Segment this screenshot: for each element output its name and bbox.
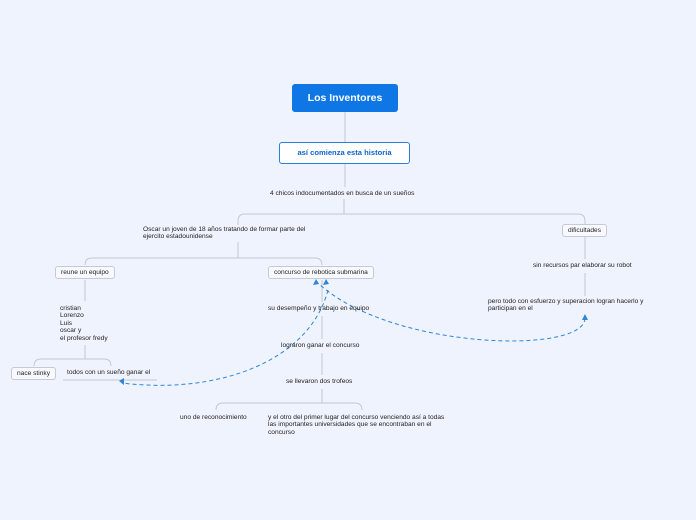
connector-trofeos-branches: [215, 402, 363, 411]
topic-pero-todo[interactable]: pero todo con esfuerzo y superacion logr…: [488, 298, 644, 313]
topic-sin-recursos[interactable]: sin recursos par elaborar su robot: [533, 262, 632, 269]
relationship-arrowhead-concurso-b: [323, 279, 329, 285]
relationship-arrowhead-todos: [119, 378, 124, 385]
connector-members-branches: [33, 358, 112, 367]
topic-intro[interactable]: 4 chicos indocumentados en busca de un s…: [270, 190, 415, 197]
connector-oscar-branches: [84, 257, 323, 266]
topic-miembros[interactable]: cristian Lorenzo Luis oscar y el profeso…: [60, 305, 108, 342]
main-topic[interactable]: así comienza esta historia: [279, 142, 410, 164]
topic-oscar[interactable]: Oscar un joven de 18 años tratando de fo…: [143, 226, 306, 241]
topic-dificultades[interactable]: dificultades: [562, 224, 607, 237]
relationship-pero-concurso: [317, 282, 586, 342]
topic-todos-sueno[interactable]: todos con un sueño ganar el: [67, 369, 151, 376]
root-topic[interactable]: Los Inventores: [292, 84, 398, 112]
relationship-arrowhead-concurso-a: [313, 279, 319, 285]
topic-desempeno[interactable]: su desempeño y trabajo en equipo: [268, 305, 370, 312]
connector-intro-branches: [237, 213, 586, 222]
topic-concurso[interactable]: concurso de rebotica submarina: [268, 266, 374, 279]
topic-nace-stinky[interactable]: nace stinky: [11, 367, 56, 380]
topic-primer-lugar[interactable]: y el otro del primer lugar del concurso …: [268, 414, 445, 436]
topic-reconocimiento[interactable]: uno de reconocimiento: [180, 414, 247, 421]
relationship-arrowhead-pero: [582, 314, 588, 320]
topic-reune-equipo[interactable]: reune un equipo: [55, 266, 115, 279]
topic-trofeos[interactable]: se llevaron dos trofeos: [286, 378, 353, 385]
topic-lograron[interactable]: lograron ganar el concurso: [281, 342, 360, 349]
